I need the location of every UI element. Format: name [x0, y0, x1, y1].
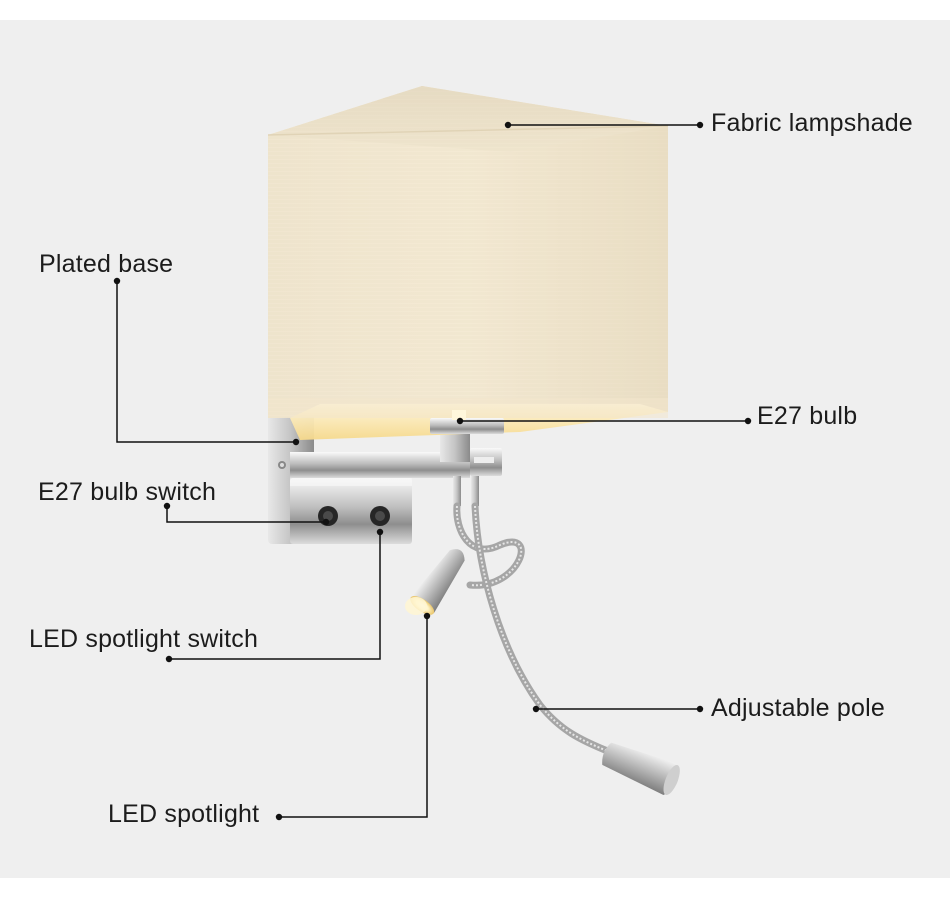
label-adjustable-pole: Adjustable pole [711, 694, 885, 722]
label-fabric-lampshade: Fabric lampshade [711, 109, 913, 137]
label-e27-bulb: E27 bulb [757, 402, 858, 430]
leader-e27-bulb-switch [166, 506, 326, 523]
fabric-lampshade [267, 86, 669, 440]
e27-bulb-socket [430, 410, 504, 434]
leader-dots [113, 121, 752, 821]
label-plated-base: Plated base [39, 250, 174, 278]
led-spotlight-lower [602, 742, 680, 796]
adjustable-gooseneck [453, 476, 614, 756]
label-led-spotlight: LED spotlight [108, 800, 260, 828]
support-arm [290, 430, 502, 478]
leader-led-spotlight-switch [169, 532, 381, 660]
label-led-spotlight-switch: LED spotlight switch [29, 625, 259, 653]
leader-lines [116, 124, 748, 818]
leader-plated-base [116, 281, 296, 443]
leader-led-spotlight [279, 616, 428, 818]
label-e27-bulb-switch: E27 bulb switch [38, 478, 217, 506]
led-glow [405, 597, 427, 615]
switch-box [290, 478, 412, 544]
